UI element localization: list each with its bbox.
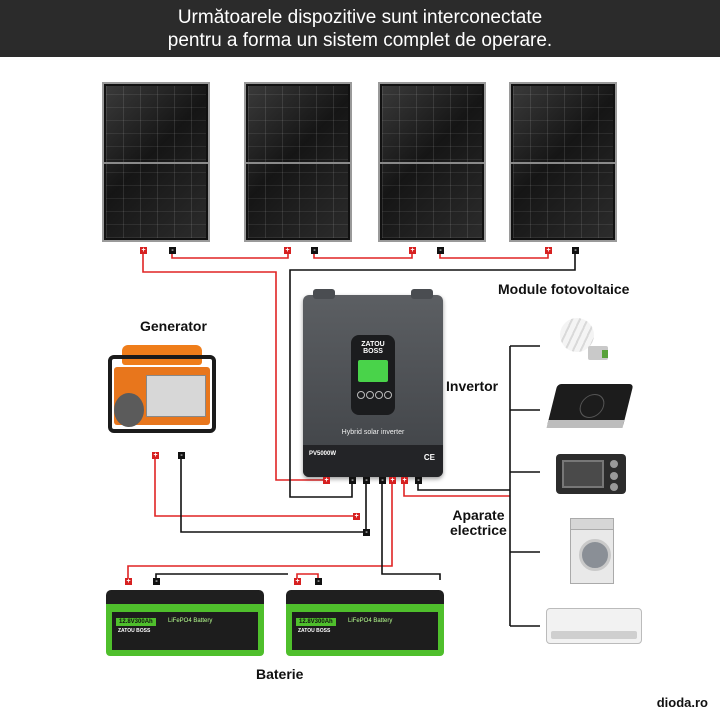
wire-panel-3-4 (439, 250, 549, 259)
inverter-logo: ZATOU BOSS (351, 341, 395, 355)
label-appliances-line-2: electrice (450, 522, 507, 538)
terminal-positive-icon: + (545, 247, 552, 254)
terminal-negative-icon: - (169, 247, 176, 254)
wire-gen-positive (154, 452, 356, 517)
inverter-cert-mark: CE (423, 453, 435, 462)
battery-capacity: 12.8V300Ah (116, 618, 156, 626)
terminal-negative-icon: - (437, 247, 444, 254)
terminal-positive-icon: + (294, 578, 301, 585)
terminal-negative-icon: - (315, 578, 322, 585)
wire-gen-negative (180, 452, 367, 533)
wire-load-negative (417, 480, 510, 491)
induction-cooktop-icon (546, 384, 634, 428)
generator-image (104, 345, 220, 440)
terminal-negative-icon: - (153, 578, 160, 585)
solar-panel-2 (244, 82, 352, 242)
wire-bat-positive (127, 480, 393, 580)
site-brand: dioda.ro (656, 695, 708, 710)
label-appliances-line-1: Aparate (452, 507, 505, 523)
label-batteries: Baterie (256, 666, 304, 682)
battery-chemistry: LiFePO4 Battery (348, 618, 393, 624)
terminal-positive-icon: + (401, 477, 408, 484)
inverter-model: PV5000W (309, 451, 337, 457)
inverter-logo-line-2: BOSS (363, 348, 383, 355)
terminal-positive-icon: + (323, 477, 330, 484)
label-generator: Generator (140, 318, 207, 334)
inverter-button-icon (366, 391, 374, 399)
solar-panel-3 (378, 82, 486, 242)
terminal-positive-icon: + (389, 477, 396, 484)
solar-panel-4 (509, 82, 617, 242)
inverter-product-name: Hybrid solar inverter (341, 429, 405, 436)
battery-chemistry: LiFePO4 Battery (168, 618, 213, 624)
wire-load-positive (403, 480, 510, 497)
label-appliances: Aparate electrice (450, 508, 507, 538)
inverter-button-icon (375, 391, 383, 399)
inverter-lcd-screen (358, 360, 388, 382)
terminal-positive-icon: + (125, 578, 132, 585)
wire-bat-link (296, 573, 319, 580)
terminal-positive-icon: + (152, 452, 159, 459)
terminal-negative-icon: - (363, 529, 370, 536)
inverter-image: ZATOU BOSS Hybrid solar inverter PV5000W… (303, 289, 443, 477)
terminal-positive-icon: + (409, 247, 416, 254)
washing-machine-icon (570, 518, 614, 584)
solar-panel-1 (102, 82, 210, 242)
wire-pv-positive (142, 250, 326, 481)
terminal-negative-icon: - (415, 477, 422, 484)
terminal-negative-icon: - (379, 477, 386, 484)
inverter-control-panel: ZATOU BOSS (351, 335, 395, 415)
wire-panel-1-2 (171, 250, 289, 259)
terminal-negative-icon: - (349, 477, 356, 484)
battery-capacity: 12.8V300Ah (296, 618, 336, 626)
terminal-negative-icon: - (363, 477, 370, 484)
header-banner: Următoarele dispozitive sunt interconect… (0, 0, 720, 57)
header-line-2: pentru a forma un sistem complet de oper… (167, 30, 553, 51)
wire-pv-negative (289, 250, 576, 498)
battery-brand: ZATOU BOSS (298, 628, 331, 634)
terminal-positive-icon: + (284, 247, 291, 254)
label-inverter: Invertor (446, 378, 499, 394)
terminal-positive-icon: + (140, 247, 147, 254)
terminal-negative-icon: - (572, 247, 579, 254)
terminal-negative-icon: - (311, 247, 318, 254)
wire-bat-negative (381, 480, 441, 580)
terminal-positive-icon: + (353, 513, 360, 520)
inverter-button-icon (384, 391, 392, 399)
light-bulb-tip (602, 350, 608, 358)
battery-brand: ZATOU BOSS (118, 628, 151, 634)
air-conditioner-icon (546, 608, 642, 644)
toaster-oven-icon (556, 454, 626, 494)
battery-2: 12.8V300Ah LiFePO4 Battery ZATOU BOSS (286, 590, 444, 656)
inverter-button-icon (357, 391, 365, 399)
header-line-1: Următoarele dispozitive sunt interconect… (177, 7, 543, 28)
terminal-negative-icon: - (178, 452, 185, 459)
battery-1: 12.8V300Ah LiFePO4 Battery ZATOU BOSS (106, 590, 264, 656)
label-modules: Module fotovoltaice (498, 281, 630, 297)
wire-bat-link-2 (155, 573, 288, 580)
inverter-logo-line-1: ZATOU (361, 341, 385, 348)
wire-panel-2-3 (313, 250, 413, 259)
